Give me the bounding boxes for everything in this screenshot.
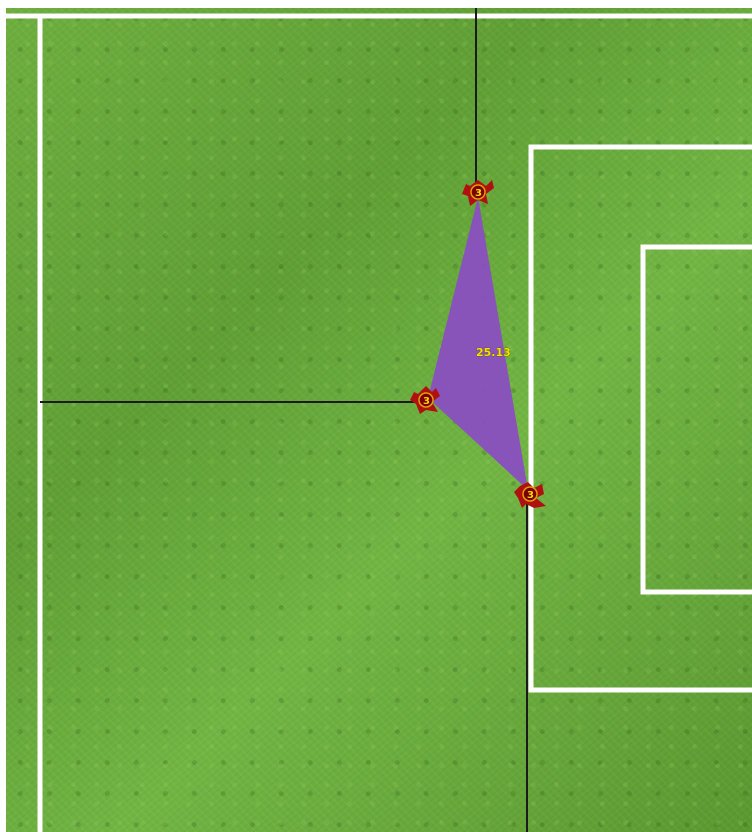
player-number: 3	[423, 396, 430, 407]
player-marker-c[interactable]: 3	[514, 482, 546, 508]
coverage-zone[interactable]	[428, 197, 528, 490]
player-number: 3	[527, 490, 534, 501]
player-number: 3	[475, 188, 482, 199]
goal-area	[643, 247, 752, 592]
coverage-area-label: 25.13	[476, 346, 511, 359]
